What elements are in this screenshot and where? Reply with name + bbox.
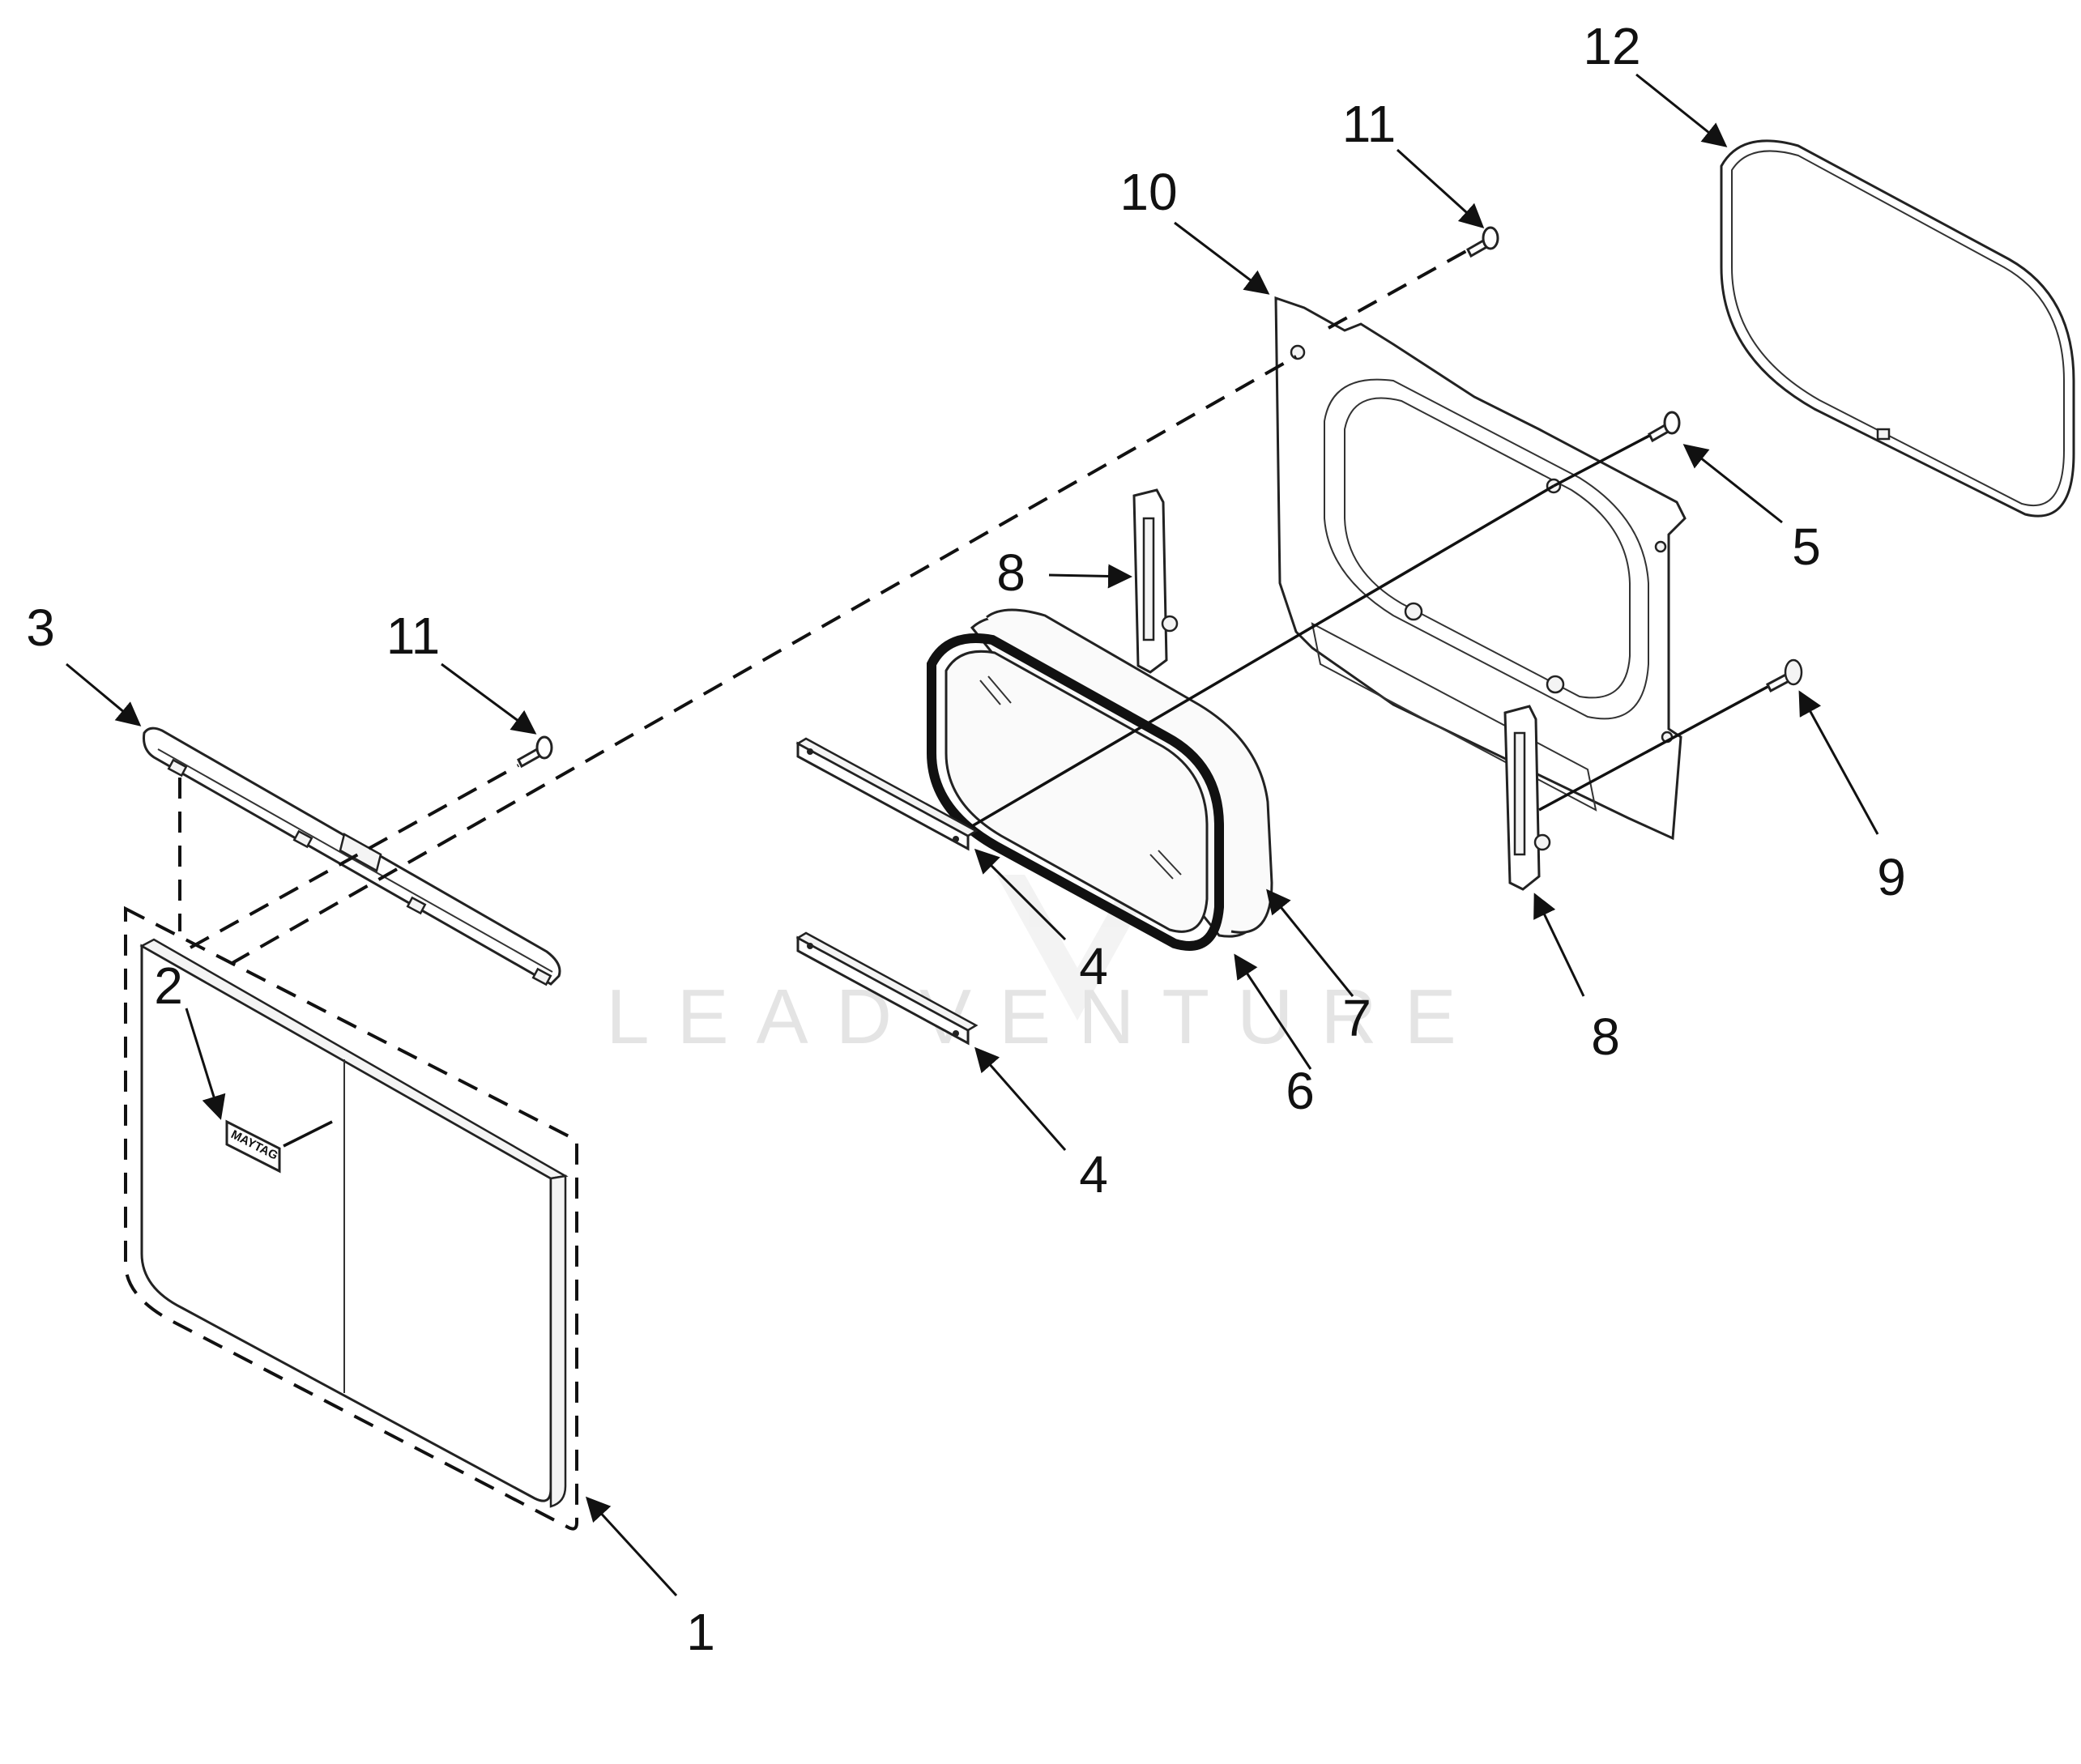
callout-8b: 8 bbox=[1591, 1008, 1620, 1066]
screw-head bbox=[1482, 226, 1499, 250]
leader-4b bbox=[974, 1046, 1067, 1151]
callout-3: 3 bbox=[26, 599, 55, 657]
glass-glare bbox=[979, 680, 1001, 705]
door-seal-inner bbox=[1731, 150, 2065, 506]
glass-glare bbox=[1158, 850, 1182, 876]
callout-1: 1 bbox=[686, 1603, 715, 1661]
part-4-retainer-upper bbox=[795, 737, 979, 851]
leader-12 bbox=[1635, 73, 1728, 147]
inner-frame-lower-channel bbox=[1311, 622, 1597, 812]
part-6-window-gasket bbox=[927, 633, 1224, 951]
handle-clip bbox=[167, 758, 188, 778]
door-panel-face bbox=[140, 944, 552, 1502]
callout-5: 5 bbox=[1792, 518, 1821, 576]
watermark-text: LEADVENTURE bbox=[606, 974, 1484, 1060]
screw-head bbox=[535, 735, 553, 760]
leader-9 bbox=[1798, 690, 1879, 835]
alignment-line bbox=[1553, 434, 1650, 488]
gasket-ring bbox=[927, 633, 1224, 951]
handle-clip bbox=[531, 967, 552, 986]
bumper-head bbox=[1784, 658, 1803, 686]
callout-8a: 8 bbox=[996, 543, 1026, 602]
door-seal-outer bbox=[1720, 139, 2075, 518]
handle-clip bbox=[406, 896, 427, 915]
part-4-retainer-lower bbox=[795, 931, 979, 1046]
door-seal-tab bbox=[1876, 428, 1891, 441]
part-9-bumper bbox=[1766, 658, 1803, 693]
badge-plate bbox=[225, 1119, 281, 1174]
callout-labels: 1 2 3 4 4 5 6 7 8 8 9 10 11 11 12 bbox=[26, 17, 1906, 1661]
leader-4a bbox=[974, 848, 1067, 941]
callout-10: 10 bbox=[1119, 163, 1177, 221]
leader-6 bbox=[1234, 953, 1312, 1070]
inner-frame-ring-outer bbox=[1324, 378, 1649, 720]
alignment-line bbox=[971, 484, 1554, 828]
retainer-hole bbox=[953, 1030, 959, 1037]
retainer-hole bbox=[807, 748, 813, 755]
part-8-hinge-upper bbox=[1132, 488, 1179, 674]
callout-4a: 4 bbox=[1079, 937, 1108, 995]
callout-11b: 11 bbox=[386, 607, 440, 665]
callout-11a: 11 bbox=[1342, 95, 1396, 153]
assembly-dashed-outline bbox=[124, 905, 578, 1531]
callout-12: 12 bbox=[1583, 17, 1640, 75]
part-8-hinge-lower bbox=[1503, 705, 1551, 891]
inner-frame-outline bbox=[1274, 296, 1687, 841]
hinge-pin bbox=[1161, 615, 1179, 633]
alignment-lines bbox=[178, 249, 1467, 965]
leader-2 bbox=[185, 1008, 226, 1120]
callout-6: 6 bbox=[1286, 1062, 1315, 1120]
retainer-strip-edge bbox=[795, 931, 979, 1032]
leader-8b bbox=[1533, 893, 1585, 997]
alignment-line bbox=[190, 764, 519, 949]
part-10-inner-frame bbox=[1274, 296, 1687, 841]
frame-boss bbox=[1546, 675, 1565, 694]
screw-head bbox=[1663, 411, 1681, 435]
leader-8a bbox=[1048, 564, 1132, 589]
callout-leaders bbox=[66, 73, 1879, 1597]
part-11-screw-upper bbox=[1466, 226, 1499, 258]
handle-clip bbox=[292, 829, 313, 849]
callout-2: 2 bbox=[154, 957, 183, 1015]
leader-7 bbox=[1266, 888, 1354, 997]
callout-9: 9 bbox=[1877, 848, 1906, 906]
part-11-screw-lower bbox=[517, 735, 553, 769]
part-1-door-panel bbox=[124, 905, 578, 1531]
leader-5 bbox=[1682, 444, 1783, 524]
leader-10 bbox=[1174, 221, 1270, 295]
frame-screw-hole bbox=[1290, 344, 1306, 360]
hinge-slot bbox=[1142, 517, 1155, 641]
solid-alignment-lines bbox=[971, 434, 1768, 828]
hinge-pin bbox=[1533, 833, 1551, 851]
callout-4b: 4 bbox=[1079, 1145, 1108, 1204]
leader-11a bbox=[1396, 148, 1485, 229]
part-5-screw bbox=[1648, 411, 1681, 443]
gasket-glass bbox=[945, 650, 1209, 933]
retainer-strip-edge bbox=[795, 737, 979, 837]
callout-7: 7 bbox=[1342, 989, 1371, 1047]
hinge-slot bbox=[1513, 731, 1526, 856]
retainer-hole bbox=[807, 943, 813, 949]
part-12-door-seal bbox=[1720, 139, 2075, 518]
alignment-line bbox=[1328, 249, 1467, 330]
badge-leader bbox=[283, 1120, 333, 1148]
retainer-hole bbox=[953, 836, 959, 842]
handle-bar-ridge bbox=[157, 748, 553, 973]
leader-1 bbox=[585, 1496, 678, 1597]
leader-11b bbox=[441, 663, 537, 735]
glass-glare bbox=[987, 675, 1012, 704]
alignment-line bbox=[1538, 685, 1768, 812]
inner-frame-ring-inner bbox=[1344, 397, 1631, 699]
glass-glare bbox=[1149, 854, 1174, 880]
frame-screw-hole bbox=[1654, 540, 1667, 553]
door-panel-right-edge bbox=[549, 1174, 567, 1508]
leader-3 bbox=[66, 663, 142, 726]
alignment-line bbox=[230, 355, 1297, 965]
frame-boss bbox=[1404, 602, 1423, 621]
